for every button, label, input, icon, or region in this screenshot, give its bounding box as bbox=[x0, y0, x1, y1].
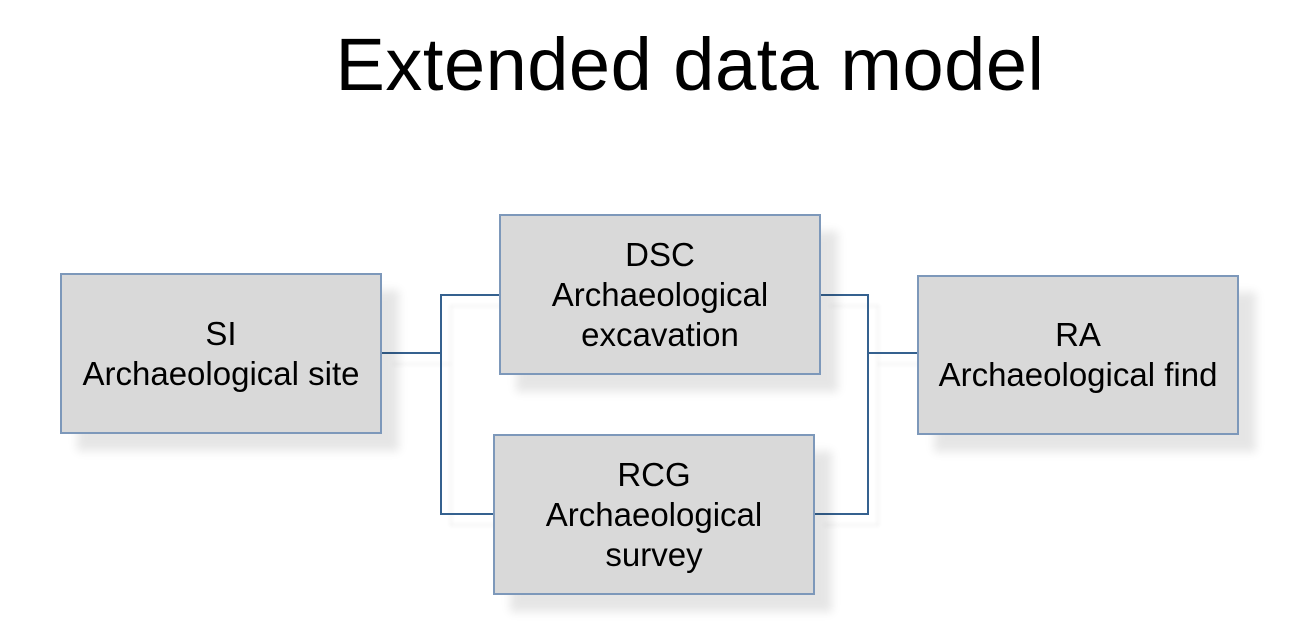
connector-dsc-ra bbox=[819, 294, 869, 296]
node-label: Archaeological find bbox=[938, 356, 1218, 393]
connector-si-dsc bbox=[440, 294, 500, 296]
connector-right-vertical bbox=[867, 294, 869, 515]
node-code: RA bbox=[1055, 316, 1101, 353]
connector-ra-stem bbox=[867, 352, 918, 354]
node-rcg-archaeological-survey[interactable]: RCG Archaeological survey bbox=[493, 434, 815, 595]
node-code: DSC bbox=[625, 235, 695, 273]
node-si-archaeological-site[interactable]: SI Archaeological site bbox=[60, 273, 382, 434]
connector-si-rcg bbox=[440, 513, 494, 515]
connector-si-stem bbox=[382, 352, 441, 354]
node-label: Archaeological survey bbox=[545, 495, 763, 573]
node-ra-archaeological-find[interactable]: RA Archaeological find bbox=[917, 275, 1239, 435]
connector-left-vertical bbox=[440, 294, 442, 515]
node-code: RCG bbox=[617, 455, 691, 493]
node-dsc-archaeological-excavation[interactable]: DSC Archaeological excavation bbox=[499, 214, 821, 375]
node-label: Archaeological site bbox=[82, 354, 360, 392]
page-title: Extended data model bbox=[335, 23, 1045, 106]
node-label: Archaeological excavation bbox=[551, 275, 769, 353]
node-code: SI bbox=[205, 314, 237, 352]
connector-rcg-ra bbox=[813, 513, 869, 515]
